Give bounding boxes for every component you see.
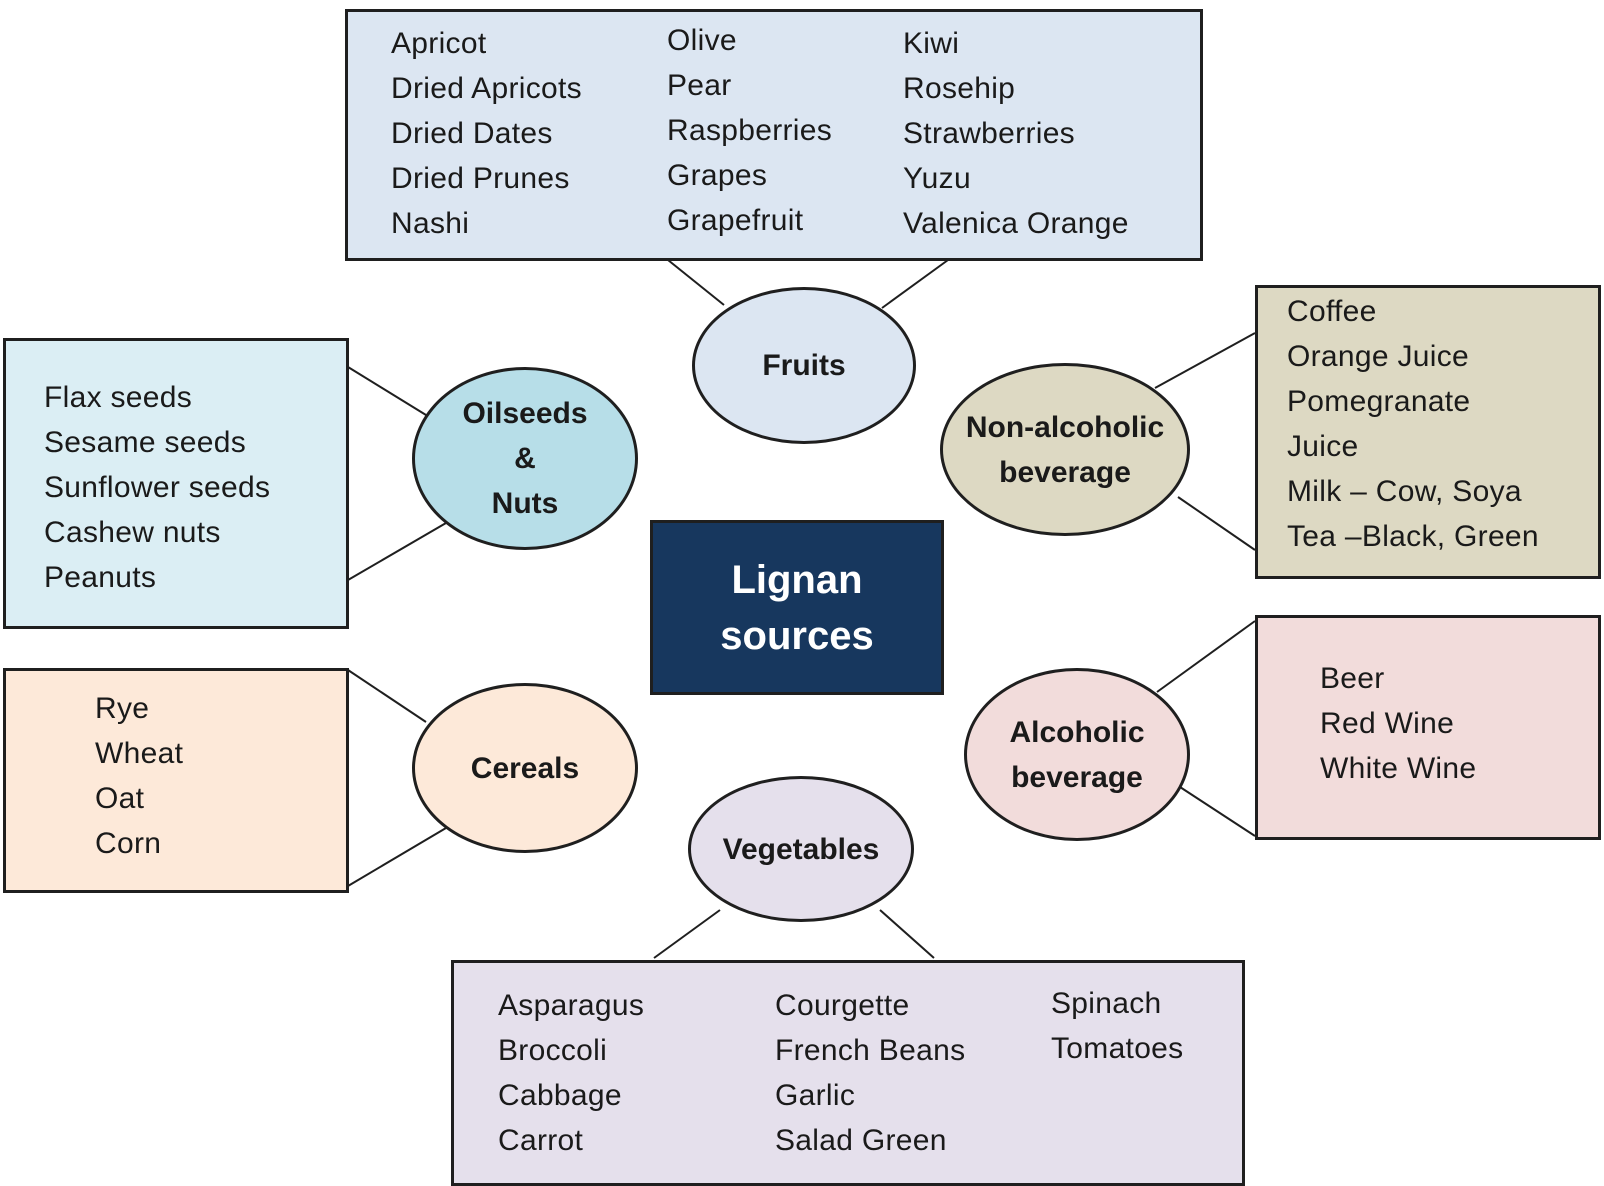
alcoholic-beverage-node: Alcoholic beverage (964, 668, 1190, 841)
vegetables-label: Vegetables (722, 832, 880, 866)
list-item: Beer (1320, 662, 1385, 695)
list-item: Garlic (775, 1079, 856, 1112)
list-item: Dried Prunes (391, 162, 570, 195)
list-item: Sunflower seeds (44, 471, 271, 504)
list-item: Cashew nuts (44, 516, 221, 549)
connector-fruits-left (667, 259, 725, 306)
fruits-label: Fruits (762, 349, 846, 382)
cereals-list-box: Rye Wheat Oat Corn (3, 668, 349, 893)
vegetables-node: Vegetables (688, 776, 914, 922)
list-item: Wheat (95, 737, 184, 770)
fruits-list-box: Apricot Dried Apricots Dried Dates Dried… (345, 9, 1203, 261)
center-title: Lignan sources (720, 557, 874, 658)
nonalcoholic-column: Coffee Orange Juice Pomegranate Juice Mi… (1287, 289, 1539, 559)
connector-fruits-right (881, 259, 949, 309)
list-item: Carrot (498, 1124, 584, 1157)
list-item: Dried Dates (391, 117, 553, 150)
list-item: Red Wine (1320, 707, 1455, 740)
connector-oilseeds-bottom (347, 522, 447, 581)
list-item: Juice (1287, 430, 1359, 463)
vegetables-column-3: Spinach Tomatoes (1051, 981, 1183, 1071)
oilseeds-list-box: Flax seeds Sesame seeds Sunflower seeds … (3, 338, 349, 629)
alcoholic-beverage-label: Alcoholic beverage (1009, 715, 1145, 794)
list-item: Raspberries (667, 114, 833, 147)
vegetables-column-2: Courgette French Beans Garlic Salad Gree… (775, 983, 965, 1163)
nonalcoholic-beverage-node: Non-alcoholic beverage (940, 363, 1190, 536)
list-item: Grapefruit (667, 204, 804, 237)
list-item: Nashi (391, 207, 470, 240)
list-item: Peanuts (44, 561, 157, 594)
connector-cereals-top (347, 669, 427, 723)
list-item: Grapes (667, 159, 768, 192)
vegetables-list-box: Asparagus Broccoli Cabbage Carrot Courge… (451, 960, 1245, 1186)
connector-veg-right (879, 909, 935, 959)
list-item: Courgette (775, 989, 910, 1022)
list-item: Corn (95, 827, 162, 860)
list-item: Milk – Cow, Soya (1287, 475, 1522, 508)
oilseeds-nuts-label: Oilseeds & Nuts (462, 397, 588, 520)
list-item: Flax seeds (44, 381, 193, 414)
oilseeds-column: Flax seeds Sesame seeds Sunflower seeds … (44, 375, 270, 600)
lignan-sources-center-box: Lignan sources (650, 520, 944, 695)
list-item: Coffee (1287, 295, 1377, 328)
list-item: Valenica Orange (903, 207, 1129, 240)
cereals-node: Cereals (412, 683, 638, 853)
list-item: Dried Apricots (391, 72, 582, 105)
cereals-label: Cereals (470, 751, 580, 785)
oilseeds-nuts-node: Oilseeds & Nuts (412, 367, 638, 550)
connector-alc-top (1156, 620, 1256, 693)
list-item: Spinach (1051, 987, 1162, 1020)
list-item: Rye (95, 692, 150, 725)
list-item: Rosehip (903, 72, 1016, 105)
list-item: Yuzu (903, 162, 971, 195)
list-item: White Wine (1320, 752, 1477, 785)
alcoholic-list-box: Beer Red Wine White Wine (1255, 615, 1601, 840)
list-item: Oat (95, 782, 145, 815)
nonalcoholic-beverage-label: Non-alcoholic beverage (965, 410, 1165, 489)
list-item: Pomegranate (1287, 385, 1471, 418)
connector-nonalc-top (1154, 332, 1256, 389)
fruits-column-1: Apricot Dried Apricots Dried Dates Dried… (391, 21, 582, 246)
connector-cereals-bottom (347, 827, 447, 887)
list-item: Tea –Black, Green (1287, 520, 1539, 553)
list-item: Broccoli (498, 1034, 608, 1067)
nonalcoholic-list-box: Coffee Orange Juice Pomegranate Juice Mi… (1255, 285, 1601, 579)
list-item: Strawberries (903, 117, 1075, 150)
fruits-column-2: Olive Pear Raspberries Grapes Grapefruit (667, 18, 832, 243)
list-item: Orange Juice (1287, 340, 1470, 373)
alcoholic-column: Beer Red Wine White Wine (1320, 656, 1476, 791)
list-item: Pear (667, 69, 732, 102)
list-item: French Beans (775, 1034, 966, 1067)
connector-oilseeds-top (347, 366, 427, 416)
list-item: Olive (667, 24, 737, 57)
list-item: Asparagus (498, 989, 645, 1022)
list-item: Salad Green (775, 1124, 947, 1157)
connector-veg-left (653, 909, 721, 959)
list-item: Sesame seeds (44, 426, 247, 459)
fruits-column-3: Kiwi Rosehip Strawberries Yuzu Valenica … (903, 21, 1129, 246)
list-item: Tomatoes (1051, 1032, 1184, 1065)
connector-alc-bottom (1179, 786, 1256, 837)
list-item: Apricot (391, 27, 487, 60)
vegetables-column-1: Asparagus Broccoli Cabbage Carrot (498, 983, 644, 1163)
fruits-node: Fruits (692, 287, 916, 444)
list-item: Cabbage (498, 1079, 622, 1112)
connector-nonalc-bottom (1177, 496, 1256, 551)
list-item: Kiwi (903, 27, 960, 60)
cereals-column: Rye Wheat Oat Corn (95, 686, 183, 866)
